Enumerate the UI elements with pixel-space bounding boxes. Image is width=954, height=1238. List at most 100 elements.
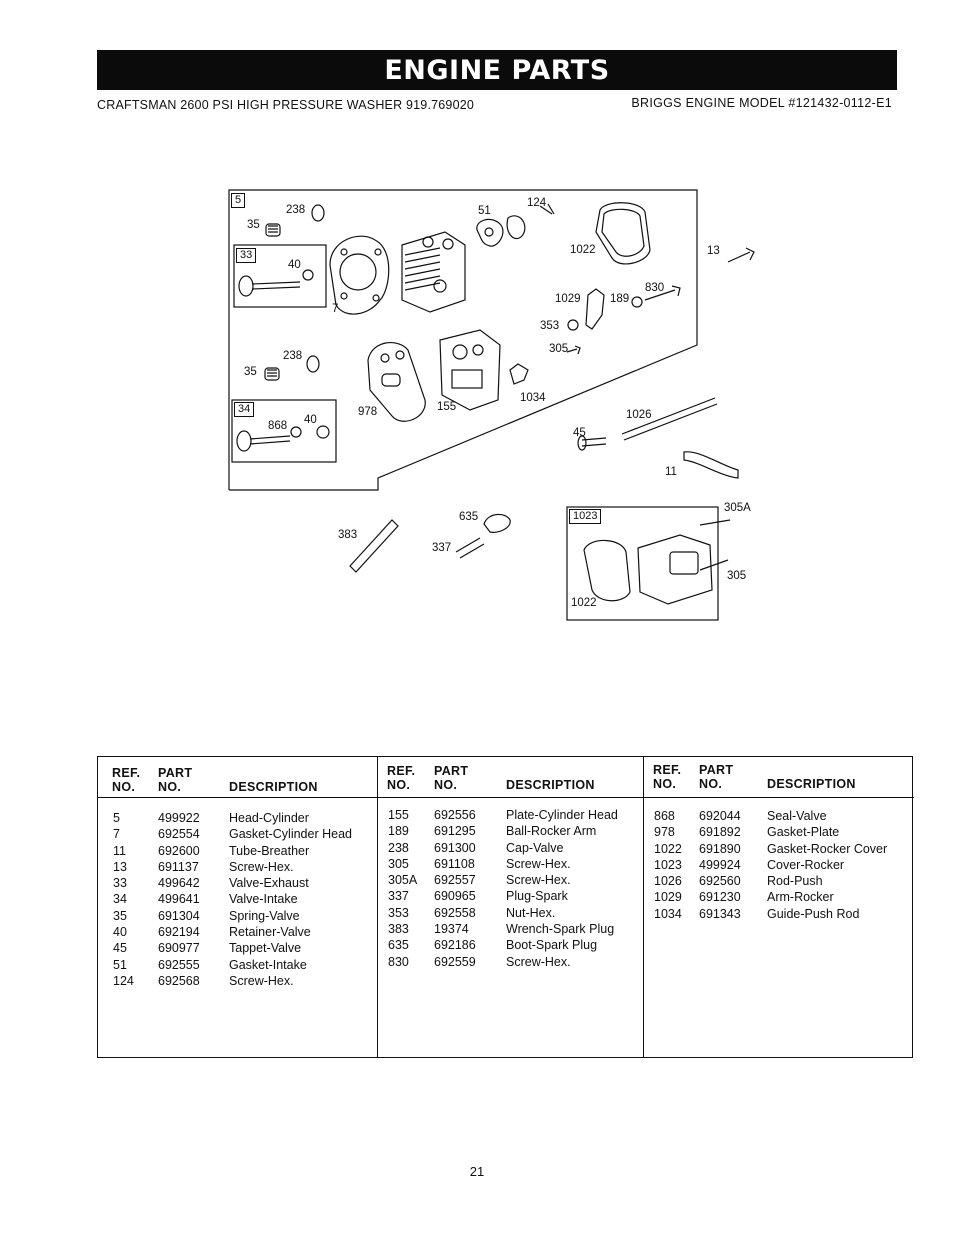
callout-124: 124 — [527, 197, 547, 209]
callout-51: 51 — [478, 205, 491, 217]
callout-189: 189 — [610, 293, 630, 305]
callout-868: 868 — [268, 420, 288, 432]
header-part: PART — [158, 766, 193, 780]
callout-5: 5 — [231, 193, 246, 208]
cylinder-head — [401, 231, 466, 313]
screw-13 — [727, 247, 755, 263]
screw-830 — [644, 285, 681, 301]
callout-238-lower: 238 — [283, 350, 303, 362]
exhaust-valve-box — [233, 244, 327, 308]
push-rod — [621, 397, 718, 441]
callout-1023: 1023 — [569, 509, 602, 524]
callout-1026: 1026 — [626, 409, 652, 421]
push-rod-guide — [509, 363, 529, 385]
callout-635: 635 — [459, 511, 479, 523]
exhaust-valve — [238, 269, 314, 297]
header-description: DESCRIPTION — [767, 777, 856, 791]
page-title: ENGINE PARTS — [384, 54, 610, 86]
callout-978: 978 — [358, 406, 378, 418]
header-ref: REF. — [653, 763, 682, 777]
callout-155: 155 — [437, 401, 457, 413]
header-ref-no: NO. — [112, 780, 136, 794]
cylinder-head-plate — [439, 329, 501, 411]
intake-valve-box — [231, 399, 337, 463]
header-ref-no: NO. — [653, 777, 677, 791]
spark-plug — [455, 537, 485, 559]
plate-gasket — [367, 342, 426, 422]
callout-35-lower: 35 — [244, 366, 257, 378]
column-header: REF. NO. PART NO. DESCRIPTION — [377, 757, 643, 798]
callout-305A: 305A — [724, 502, 751, 514]
main-frame-outline — [228, 189, 698, 491]
nut-353 — [567, 319, 579, 331]
spark-plug-wrench — [349, 519, 399, 573]
callout-35: 35 — [247, 219, 260, 231]
callout-40: 40 — [288, 259, 301, 271]
callout-1022: 1022 — [570, 244, 596, 256]
rocker-cover — [583, 534, 713, 605]
intake-valve — [236, 425, 330, 452]
callout-1022-cover: 1022 — [571, 597, 597, 609]
column-header: REF. NO. PART NO. DESCRIPTION — [98, 757, 377, 798]
screw-124 — [539, 203, 555, 215]
exploded-parts-diagram: 5 238 35 33 40 7 51 124 1022 13 830 1029… — [228, 189, 755, 621]
callout-830: 830 — [645, 282, 665, 294]
callout-13: 13 — [707, 245, 720, 257]
header-part: PART — [699, 763, 734, 777]
header-ref: REF. — [112, 766, 141, 780]
page-number: 21 — [469, 1164, 485, 1179]
engine-model-subtitle: BRIGGS ENGINE MODEL #121432-0112-E1 — [631, 96, 892, 110]
callout-40-lower: 40 — [304, 414, 317, 426]
header-part-no: NO. — [158, 780, 182, 794]
callout-7: 7 — [332, 303, 339, 315]
rocker-ball-189 — [631, 296, 643, 308]
header-description: DESCRIPTION — [506, 778, 595, 792]
spark-plug-boot — [483, 513, 511, 533]
callout-11: 11 — [665, 466, 677, 478]
rocker-arm — [585, 288, 605, 330]
header-part-no: NO. — [699, 777, 723, 791]
column-header: REF. NO. PART NO. DESCRIPTION — [643, 757, 914, 798]
header-description: DESCRIPTION — [229, 780, 318, 794]
screw-305 — [566, 345, 581, 355]
intake-gasket — [476, 215, 526, 247]
valve-spring-lower — [264, 355, 320, 381]
callout-45: 45 — [573, 427, 586, 439]
callout-238: 238 — [286, 204, 306, 216]
callout-383: 383 — [338, 529, 358, 541]
callout-1029: 1029 — [555, 293, 581, 305]
header-ref: REF. — [387, 764, 416, 778]
callout-34: 34 — [234, 402, 255, 417]
callout-337: 337 — [432, 542, 452, 554]
header-part-no: NO. — [434, 778, 458, 792]
title-banner: ENGINE PARTS — [97, 50, 897, 90]
breather-tube — [683, 451, 739, 479]
